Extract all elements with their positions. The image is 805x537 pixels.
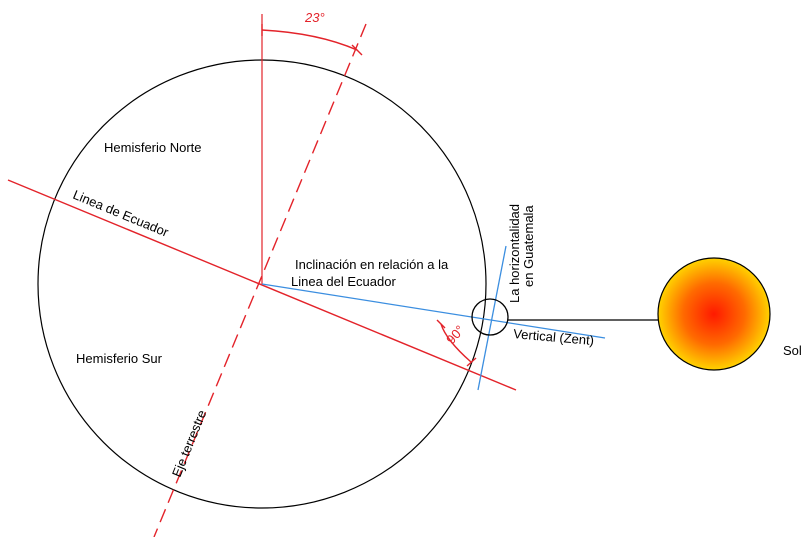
vertical-zent-label: Vertical (Zent) <box>513 326 595 348</box>
sun <box>657 257 771 371</box>
horizontalidad-label-line1: La horizontalidad <box>507 204 522 303</box>
right-angle-tick-1 <box>436 319 446 329</box>
angle-90-label: 90° <box>443 322 467 347</box>
equator-line <box>7 179 517 391</box>
right-angle-arc <box>440 323 472 363</box>
right-angle-tick-2 <box>466 357 477 367</box>
tilt-arc-tick-right <box>351 44 363 56</box>
inclination-line <box>261 283 606 339</box>
inclinacion-label-line1: Inclinación en relación a la <box>295 257 449 272</box>
inclinacion-label-line2: Linea del Ecuador <box>291 274 396 289</box>
hemisferio-sur-label: Hemisferio Sur <box>76 351 163 366</box>
horizontalidad-label-line2: en Guatemala <box>521 205 536 287</box>
eje-terrestre-label: Eje terrestre <box>169 408 209 479</box>
earth-axis-line <box>153 23 367 537</box>
tilt-angle-arc <box>261 29 358 51</box>
angle-23-label: 23° <box>304 10 325 25</box>
linea-ecuador-label: Linea de Ecuador <box>71 187 172 240</box>
horizontality-line <box>477 245 507 391</box>
hemisferio-norte-label: Hemisferio Norte <box>104 140 202 155</box>
guatemala-location-circle <box>471 298 509 336</box>
sol-label: Sol <box>783 343 802 358</box>
